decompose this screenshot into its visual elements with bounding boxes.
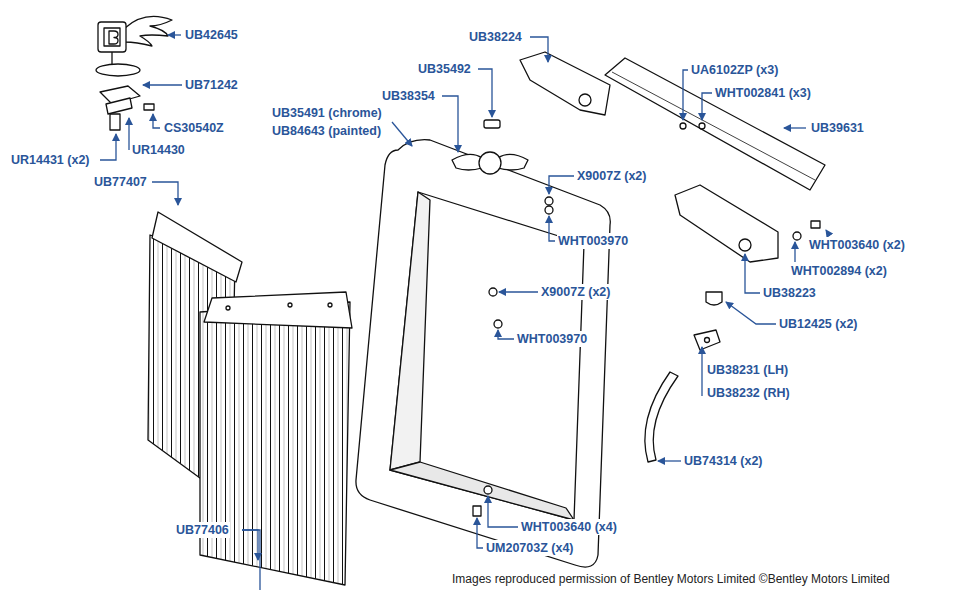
part-number: UB77406 xyxy=(175,522,230,538)
part-number: WHT002841 (x3) xyxy=(714,85,812,101)
part-number: UB38354 xyxy=(381,88,436,104)
part-number: UB77407 xyxy=(93,174,148,190)
part-number: WHT003640 (x2) xyxy=(808,237,906,253)
part-number: UR14430 xyxy=(131,142,186,158)
part-number: UB38223 xyxy=(762,285,817,301)
part-number: UB42645 xyxy=(184,27,239,43)
part-number: UB35492 xyxy=(417,61,472,77)
part-number: UM20703Z (x4) xyxy=(485,540,575,556)
part-number: CS30540Z xyxy=(163,120,225,136)
part-number: WHT003970 xyxy=(516,331,588,347)
part-number: UB71242 xyxy=(184,77,239,93)
part-number: UB39631 xyxy=(810,120,865,136)
part-number: WHT003970 xyxy=(557,233,629,249)
part-number: UB12425 (x2) xyxy=(778,316,859,332)
part-number: X9007Z (x2) xyxy=(576,168,647,184)
part-number: UB74314 (x2) xyxy=(683,453,764,469)
copyright-caption: Images reproduced permission of Bentley … xyxy=(452,572,890,587)
part-number: UB38231 (LH) xyxy=(706,362,789,378)
part-number: WHT003640 (x4) xyxy=(520,519,618,535)
part-number: UB35491 (chrome) xyxy=(271,105,383,121)
part-number: UA6102ZP (x3) xyxy=(690,62,779,78)
part-number: UB38232 (RH) xyxy=(706,385,791,401)
part-number: UB38224 xyxy=(468,29,523,45)
part-number: UR14431 (x2) xyxy=(10,152,91,168)
part-number: X9007Z (x2) xyxy=(540,284,611,300)
part-number: WHT002894 (x2) xyxy=(790,263,888,279)
part-number: UB84643 (painted) xyxy=(271,123,382,139)
